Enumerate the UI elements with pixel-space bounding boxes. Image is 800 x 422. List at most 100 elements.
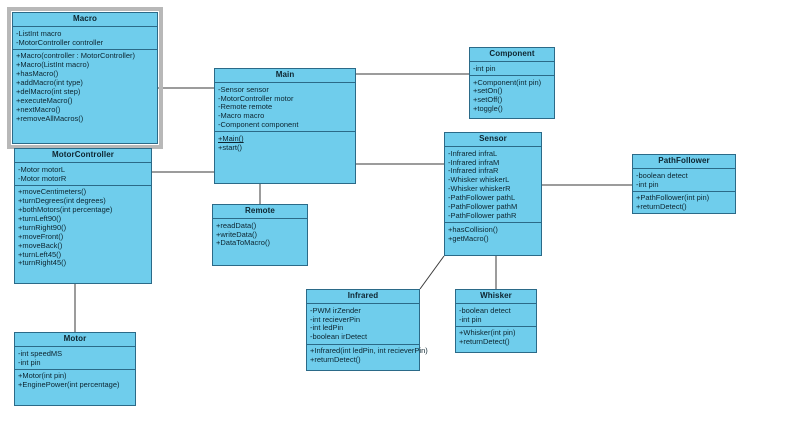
method-row: +turnDegrees(int degrees)	[18, 196, 106, 206]
class-name-motor: Motor	[15, 333, 135, 347]
method-row: +addMacro(int type)	[16, 78, 83, 88]
class-name-remote: Remote	[213, 205, 307, 219]
method-row: +readData()	[216, 220, 257, 230]
attributes-section-motorcontroller: -Motor motorL-Motor motorR	[15, 163, 151, 186]
attribute-row: -PathFollower pathL	[448, 193, 516, 203]
class-name-whisker: Whisker	[456, 290, 536, 304]
uml-class-remote[interactable]: Remote+readData()+writeData()+DataToMacr…	[212, 204, 308, 266]
method-row: +Motor(int pin)	[18, 371, 67, 381]
method-row: +setOn()	[473, 86, 503, 96]
methods-section-motor: +Motor(int pin)+EnginePower(int percenta…	[15, 370, 135, 392]
uml-class-motorcontroller[interactable]: MotorController-Motor motorL-Motor motor…	[14, 148, 152, 284]
uml-class-component[interactable]: Component-int pin+Component(int pin)+set…	[469, 47, 555, 119]
method-row: +removeAllMacros()	[16, 113, 84, 123]
attributes-section-main: -Sensor sensor-MotorController motor-Rem…	[215, 83, 355, 133]
method-row: +returnDetect()	[459, 337, 510, 347]
class-name-motorcontroller: MotorController	[15, 149, 151, 163]
methods-section-whisker: +Whisker(int pin)+returnDetect()	[456, 327, 536, 349]
method-row: +EnginePower(int percentage)	[18, 380, 120, 390]
uml-class-main[interactable]: Main-Sensor sensor-MotorController motor…	[214, 68, 356, 184]
attribute-row: -int ledPin	[310, 323, 344, 333]
class-name-component: Component	[470, 48, 554, 62]
attributes-section-whisker: -boolean detect-int pin	[456, 304, 536, 327]
attributes-section-component: -int pin	[470, 62, 554, 76]
attribute-row: -Macro macro	[218, 111, 265, 121]
attribute-row: -Whisker whiskerL	[448, 175, 510, 185]
static-method-row: +Main()	[218, 134, 244, 144]
attribute-row: -PathFollower pathR	[448, 210, 517, 220]
uml-class-macro[interactable]: Macro-ListInt macro-MotorController cont…	[7, 7, 163, 149]
methods-section-infrared: +Infrared(int ledPin, int recieverPin)+r…	[307, 345, 428, 367]
class-name-main: Main	[215, 69, 355, 83]
attribute-row: -boolean detect	[636, 170, 688, 180]
association-line-sensor-infrared	[419, 255, 445, 290]
method-row: +writeData()	[216, 229, 258, 239]
method-row: +hasMacro()	[16, 69, 59, 79]
attribute-row: -Whisker whiskerR	[448, 184, 511, 194]
attribute-row: -MotorController controller	[16, 37, 104, 47]
class-name-sensor: Sensor	[445, 133, 541, 147]
methods-section-pathfollower: +PathFollower(int pin)+returnDetect()	[633, 192, 735, 214]
attribute-row: -Motor motorL	[18, 164, 66, 174]
methods-section-macro: +Macro(controller : MotorController)+Mac…	[13, 50, 157, 125]
methods-section-component: +Component(int pin)+setOn()+setOff()+tog…	[470, 76, 554, 116]
attribute-row: -Infrared infraL	[448, 148, 498, 158]
method-row: +turnRight90()	[18, 222, 67, 232]
attributes-section-sensor: -Infrared infraL-Infrared infraM-Infrare…	[445, 147, 541, 223]
uml-class-infrared[interactable]: Infrared-PWM irZender-int recieverPin-in…	[306, 289, 428, 371]
method-row: +setOff()	[473, 95, 503, 105]
method-row: +Whisker(int pin)	[459, 328, 516, 338]
attribute-row: -Component component	[218, 120, 299, 130]
method-row: +getMacro()	[448, 233, 489, 243]
methods-section-main: +Main()+start()	[215, 132, 355, 154]
uml-class-whisker[interactable]: Whisker-boolean detect-int pin+Whisker(i…	[455, 289, 537, 353]
attribute-row: -int pin	[636, 179, 659, 189]
method-row: +Macro(controller : MotorController)	[16, 51, 135, 61]
method-row: +toggle()	[473, 104, 503, 114]
method-row: +Macro(ListInt macro)	[16, 60, 90, 70]
attribute-row: -int recieverPin	[310, 314, 361, 324]
class-name-pathfollower: PathFollower	[633, 155, 735, 169]
attribute-row: -int pin	[459, 314, 482, 324]
attributes-section-macro: -ListInt macro-MotorController controlle…	[13, 27, 157, 50]
attribute-row: -Sensor sensor	[218, 84, 269, 94]
uml-class-motor[interactable]: Motor-int speedMS-int pin+Motor(int pin)…	[14, 332, 136, 406]
method-row: +nextMacro()	[16, 104, 61, 114]
method-row: +turnLeft90()	[18, 214, 62, 224]
class-name-macro: Macro	[13, 13, 157, 27]
method-row: +start()	[218, 142, 242, 152]
method-row: +bothMotors(int percentage)	[18, 205, 113, 215]
method-row: +PathFollower(int pin)	[636, 193, 710, 203]
attribute-row: -Remote remote	[218, 102, 273, 112]
method-row: +turnRight45()	[18, 258, 67, 268]
attributes-section-motor: -int speedMS-int pin	[15, 347, 135, 370]
attribute-row: -MotorController motor	[218, 93, 294, 103]
method-row: +moveCentimeters()	[18, 187, 87, 197]
methods-section-remote: +readData()+writeData()+DataToMacro()	[213, 219, 307, 250]
methods-section-motorcontroller: +moveCentimeters()+turnDegrees(int degre…	[15, 186, 151, 270]
method-row: +DataToMacro()	[216, 238, 270, 248]
attribute-row: -ListInt macro	[16, 28, 62, 38]
attributes-section-pathfollower: -boolean detect-int pin	[633, 169, 735, 192]
class-name-infrared: Infrared	[307, 290, 419, 304]
attribute-row: -Motor motorR	[18, 173, 67, 183]
method-row: +turnLeft45()	[18, 249, 62, 259]
method-row: +moveBack()	[18, 240, 63, 250]
method-row: +Component(int pin)	[473, 77, 542, 87]
methods-section-sensor: +hasCollision()+getMacro()	[445, 223, 541, 245]
attributes-section-infrared: -PWM irZender-int recieverPin-int ledPin…	[307, 304, 419, 345]
attribute-row: -int pin	[18, 357, 41, 367]
uml-class-pathfollower[interactable]: PathFollower-boolean detect-int pin+Path…	[632, 154, 736, 214]
method-row: +returnDetect()	[310, 355, 361, 365]
method-row: +Infrared(int ledPin, int recieverPin)	[310, 346, 428, 356]
method-row: +executeMacro()	[16, 95, 73, 105]
method-row: +hasCollision()	[448, 224, 498, 234]
method-row: +delMacro(int step)	[16, 86, 81, 96]
attribute-row: -PathFollower pathM	[448, 201, 518, 211]
attribute-row: -Infrared infraM	[448, 157, 500, 167]
attribute-row: -Infrared infraR	[448, 166, 499, 176]
method-row: +moveFront()	[18, 231, 64, 241]
attribute-row: -int pin	[473, 63, 496, 73]
uml-class-sensor[interactable]: Sensor-Infrared infraL-Infrared infraM-I…	[444, 132, 542, 256]
method-row: +returnDetect()	[636, 202, 687, 212]
